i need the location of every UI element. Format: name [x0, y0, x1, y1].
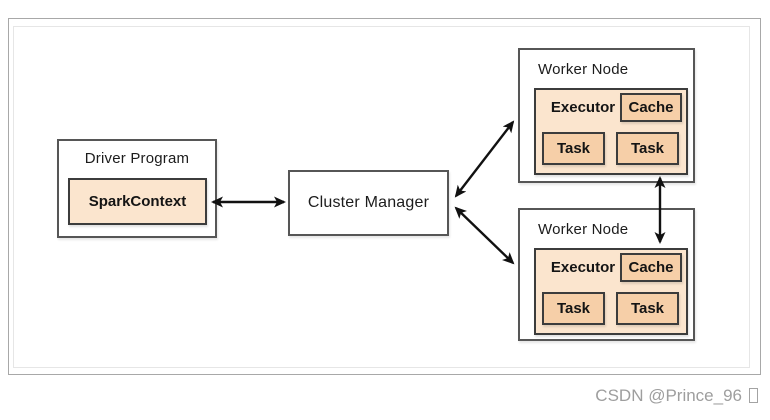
diagram-frame-inner-border [13, 26, 750, 368]
worker-top-cache-label: Cache [628, 99, 674, 116]
worker-bottom-cache-box: Cache [620, 253, 682, 282]
csdn-watermark: CSDN @Prince_96 [595, 386, 758, 406]
worker-node-bottom-title: Worker Node [538, 221, 629, 238]
cluster-manager-node: Cluster Manager [288, 170, 449, 236]
worker-top-executor-label: Executor [550, 99, 616, 116]
spark-context-node: SparkContext [68, 178, 207, 225]
worker-bottom-cache-label: Cache [628, 259, 674, 276]
tofu-missing-glyph-icon [749, 388, 758, 403]
csdn-watermark-text: CSDN @Prince_96 [595, 386, 742, 405]
worker-bottom-executor-label: Executor [550, 259, 616, 276]
worker-bottom-task-2-label: Task [630, 300, 665, 317]
worker-top-task-1-label: Task [556, 140, 591, 157]
worker-node-bottom: Worker Node Executor Cache Task Task [518, 208, 695, 341]
worker-top-cache-box: Cache [620, 93, 682, 122]
spark-context-label: SparkContext [88, 193, 187, 210]
worker-bottom-task-1: Task [542, 292, 605, 325]
cluster-manager-label: Cluster Manager [307, 194, 430, 211]
worker-bottom-task-1-label: Task [556, 300, 591, 317]
worker-top-executor-box: Executor Cache Task Task [534, 88, 688, 175]
worker-bottom-task-2: Task [616, 292, 679, 325]
worker-node-top: Worker Node Executor Cache Task Task [518, 48, 695, 183]
worker-node-top-title: Worker Node [538, 61, 629, 78]
worker-top-task-2: Task [616, 132, 679, 165]
worker-bottom-executor-box: Executor Cache Task Task [534, 248, 688, 335]
worker-top-task-1: Task [542, 132, 605, 165]
worker-top-task-2-label: Task [630, 140, 665, 157]
driver-program-title: Driver Program [84, 150, 190, 167]
